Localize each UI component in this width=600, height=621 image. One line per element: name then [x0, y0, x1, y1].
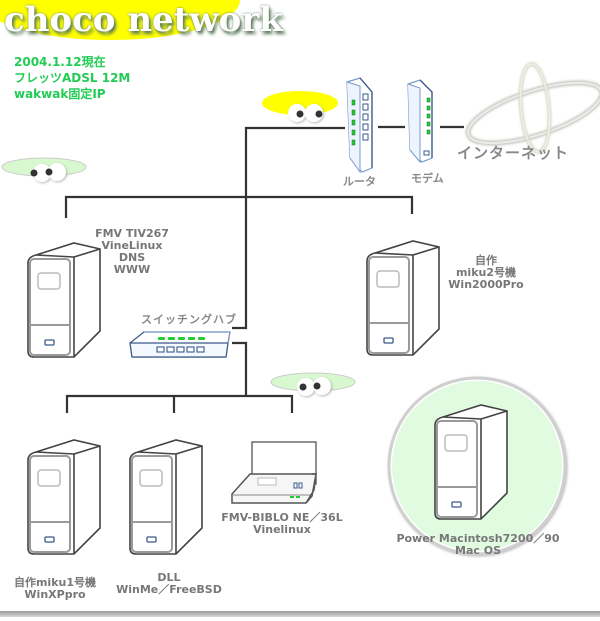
info-ip: wakwak固定IP: [14, 87, 106, 101]
pc2-os: WinMe／FreeBSD: [116, 583, 222, 596]
mac-model: Power Macintosh7200／90: [396, 532, 560, 545]
server1-role-dns: DNS: [118, 251, 146, 264]
tower-pc-icon[interactable]: [129, 439, 203, 555]
eyes-green-icon: [1, 157, 87, 182]
pc2-name: DLL: [157, 571, 181, 584]
laptop-label: FMV-BIBLO NE／36L Vinelinux: [212, 512, 352, 536]
laptop-model: FMV-BIBLO NE／36L: [221, 511, 343, 524]
cable-hub-lower: [232, 341, 248, 396]
router-label: ルータ: [343, 175, 376, 188]
mac-label: Power Macintosh7200／90 Mac OS: [378, 533, 578, 557]
globe-ring-icon: [465, 62, 600, 154]
server1-model: FMV TIV267: [95, 227, 169, 240]
laptop-os: Vinelinux: [253, 523, 311, 536]
internet-label: インターネット: [457, 144, 570, 162]
switch-hub-icon[interactable]: [129, 331, 231, 358]
modem-label: モデム: [411, 172, 444, 185]
pc1-os: WinXPpro: [24, 588, 86, 601]
tower-pc-icon[interactable]: [434, 404, 508, 520]
eyes-yellow-icon: [262, 91, 338, 122]
server2-label: 自作 miku2号機 Win2000Pro: [440, 255, 532, 291]
server2-os: Win2000Pro: [448, 278, 524, 291]
cable-server-bus: [64, 195, 414, 218]
info-line: フレッツADSL 12M: [14, 71, 131, 85]
footer-divider: [0, 611, 600, 617]
router-icon[interactable]: [346, 77, 373, 174]
server2-name: miku2号機: [455, 266, 517, 279]
server1-label: FMV TIV267 VineLinux DNS WWW: [86, 228, 178, 276]
pc1-name: 自作miku1号機: [13, 576, 97, 589]
eyes-green-icon: [270, 372, 356, 396]
pc1-label: 自作miku1号機 WinXPpro: [0, 577, 110, 601]
laptop-icon[interactable]: [231, 441, 317, 504]
network-info: 2004.1.12現在 フレッツADSL 12M wakwak固定IP: [14, 54, 130, 102]
server1-role-www: WWW: [113, 263, 151, 276]
tower-pc-icon[interactable]: [366, 240, 440, 356]
cable-pc-bus: [65, 394, 294, 413]
pc2-label: DLL WinMe／FreeBSD: [108, 572, 230, 596]
page-title: choco network: [4, 0, 283, 40]
cable-router-backbone: [232, 126, 345, 330]
info-date: 2004.1.12現在: [14, 55, 106, 69]
mac-os: Mac OS: [455, 544, 501, 557]
tower-pc-icon[interactable]: [27, 439, 101, 555]
tower-pc-icon[interactable]: [27, 242, 101, 358]
modem-icon[interactable]: [407, 79, 433, 164]
server2-type: 自作: [475, 254, 497, 267]
network-cables: [64, 125, 464, 413]
switch-hub-label: スイッチングハブ: [141, 313, 237, 326]
server1-os: VineLinux: [101, 239, 163, 252]
